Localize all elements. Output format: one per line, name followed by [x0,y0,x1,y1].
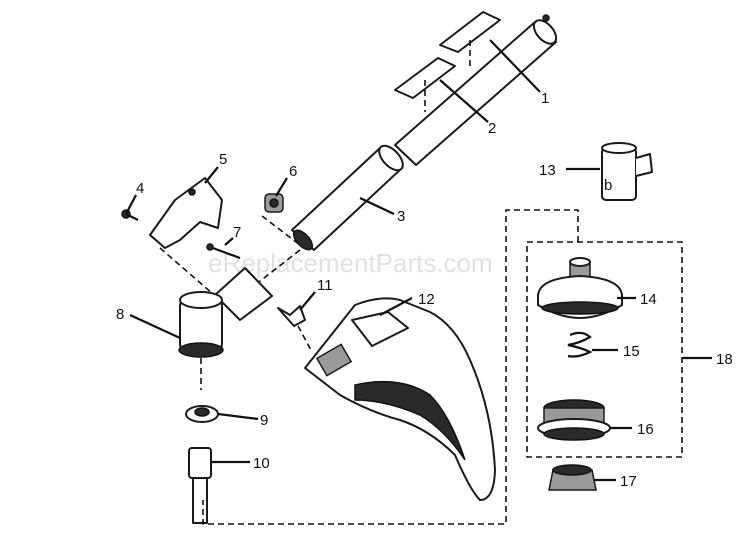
callout-4: 4 [136,180,144,197]
callout-3: 3 [397,208,405,225]
callout-7: 7 [233,224,241,241]
callout-11: 11 [317,277,333,294]
part-15-spring [567,331,593,358]
part-1-upper-shaft [394,11,558,166]
part-11-wing-nut [277,305,313,353]
callout-2: 2 [488,120,496,137]
part-4-screw [121,209,139,221]
callout-6: 6 [289,163,297,180]
assembly-18-frame [202,209,683,525]
callout-12: 12 [418,291,435,308]
svg-text:b: b [604,177,612,194]
leader-lines [125,39,712,482]
callout-8: 8 [116,306,124,323]
part-9-nut [185,405,219,423]
callout-5: 5 [219,151,227,168]
part-8-gear-head [178,267,273,390]
callout-1: 1 [541,90,549,107]
part-13-cup: b [601,142,653,201]
part-6-knob [261,193,301,246]
part-16-spool [537,399,611,441]
watermark: eReplacementParts.com [208,248,493,278]
callout-16: 16 [637,421,654,438]
callout-17: 17 [620,473,637,490]
part-17-bump-knob [548,464,597,491]
callout-9: 9 [260,412,268,429]
part-14-spool-housing [537,257,623,319]
callout-18: 18 [716,351,733,368]
callout-10: 10 [253,455,270,472]
part-7-bolt [159,243,241,301]
callout-14: 14 [640,291,657,308]
part-12-guard [304,297,496,501]
callout-13: 13 [539,162,556,179]
callout-15: 15 [623,343,640,360]
callout-labels: 1 2 3 4 5 6 7 8 9 10 11 12 13 14 15 16 1… [116,90,733,490]
part-5-bracket [149,177,223,249]
part-10-drive-shaft [188,447,212,524]
part-3-lower-shaft [254,144,404,286]
